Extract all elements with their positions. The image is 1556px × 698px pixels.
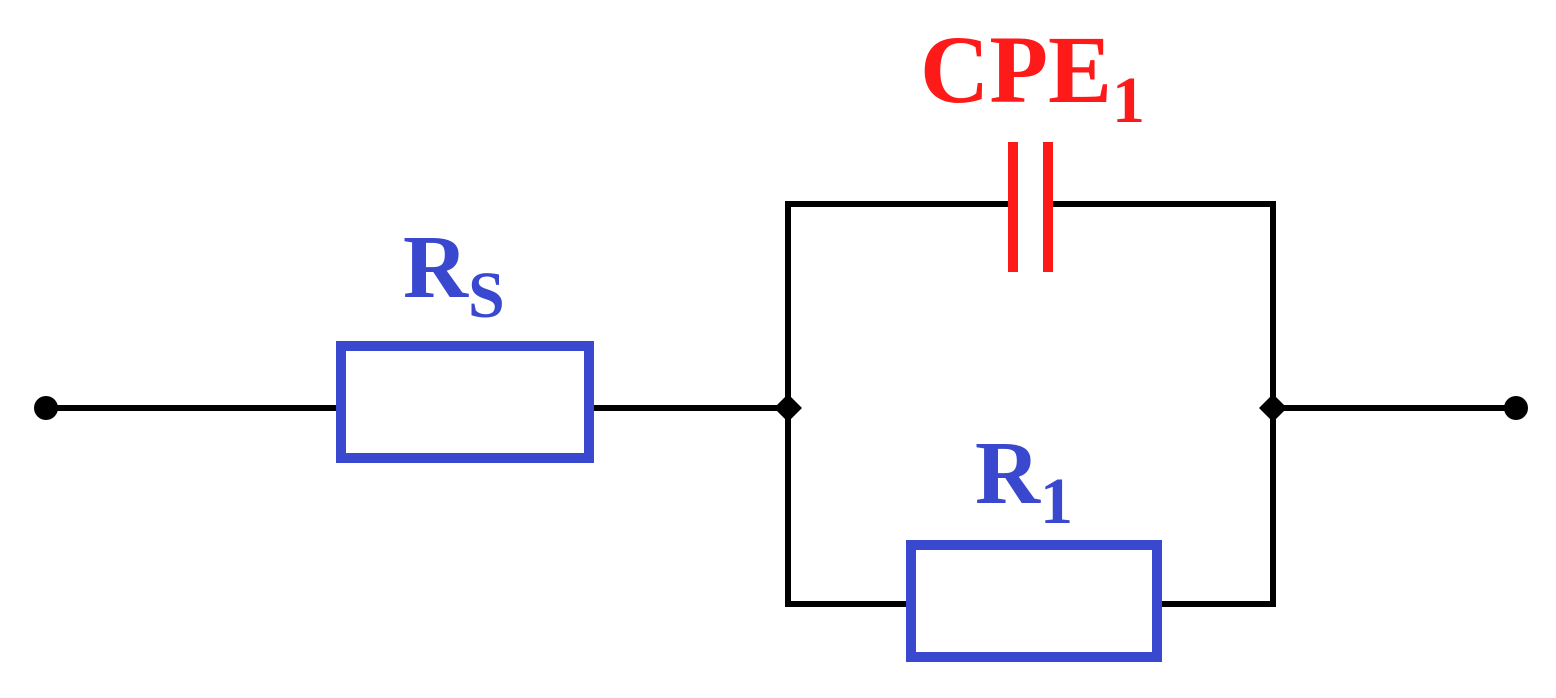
rs-label-symbol: R (403, 218, 469, 317)
r1-resistor (906, 540, 1162, 662)
rs-resistor (336, 341, 594, 463)
cpe1-label: CPE1 (920, 16, 1145, 137)
cpe1-label-subscript: 1 (1112, 64, 1145, 137)
r1-label-subscript: 1 (1040, 465, 1073, 538)
rs-label: RS (403, 218, 505, 332)
r1-label-symbol: R (975, 424, 1041, 523)
left-terminal-dot (34, 396, 58, 420)
cpe1-label-symbol: CPE (920, 16, 1112, 123)
left-junction-node (774, 394, 802, 422)
rs-label-subscript: S (468, 259, 505, 332)
right-junction-node (1259, 394, 1287, 422)
r1-label: R1 (975, 424, 1073, 538)
right-terminal-dot (1504, 396, 1528, 420)
